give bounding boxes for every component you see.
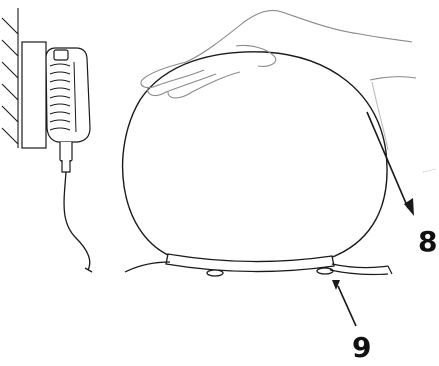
- wall-socket-plate: [22, 42, 46, 148]
- callout-8-label: 8: [418, 228, 437, 256]
- wall-surface: [2, 8, 18, 148]
- callout-9-label: 9: [352, 334, 371, 362]
- cable-tag: ·······: [422, 167, 437, 176]
- spherical-lamp: [123, 52, 387, 258]
- power-adapter: [46, 48, 90, 172]
- power-cable: [64, 172, 90, 270]
- svg-text:·······: ·······: [422, 167, 437, 176]
- leader-line-9: [332, 280, 356, 326]
